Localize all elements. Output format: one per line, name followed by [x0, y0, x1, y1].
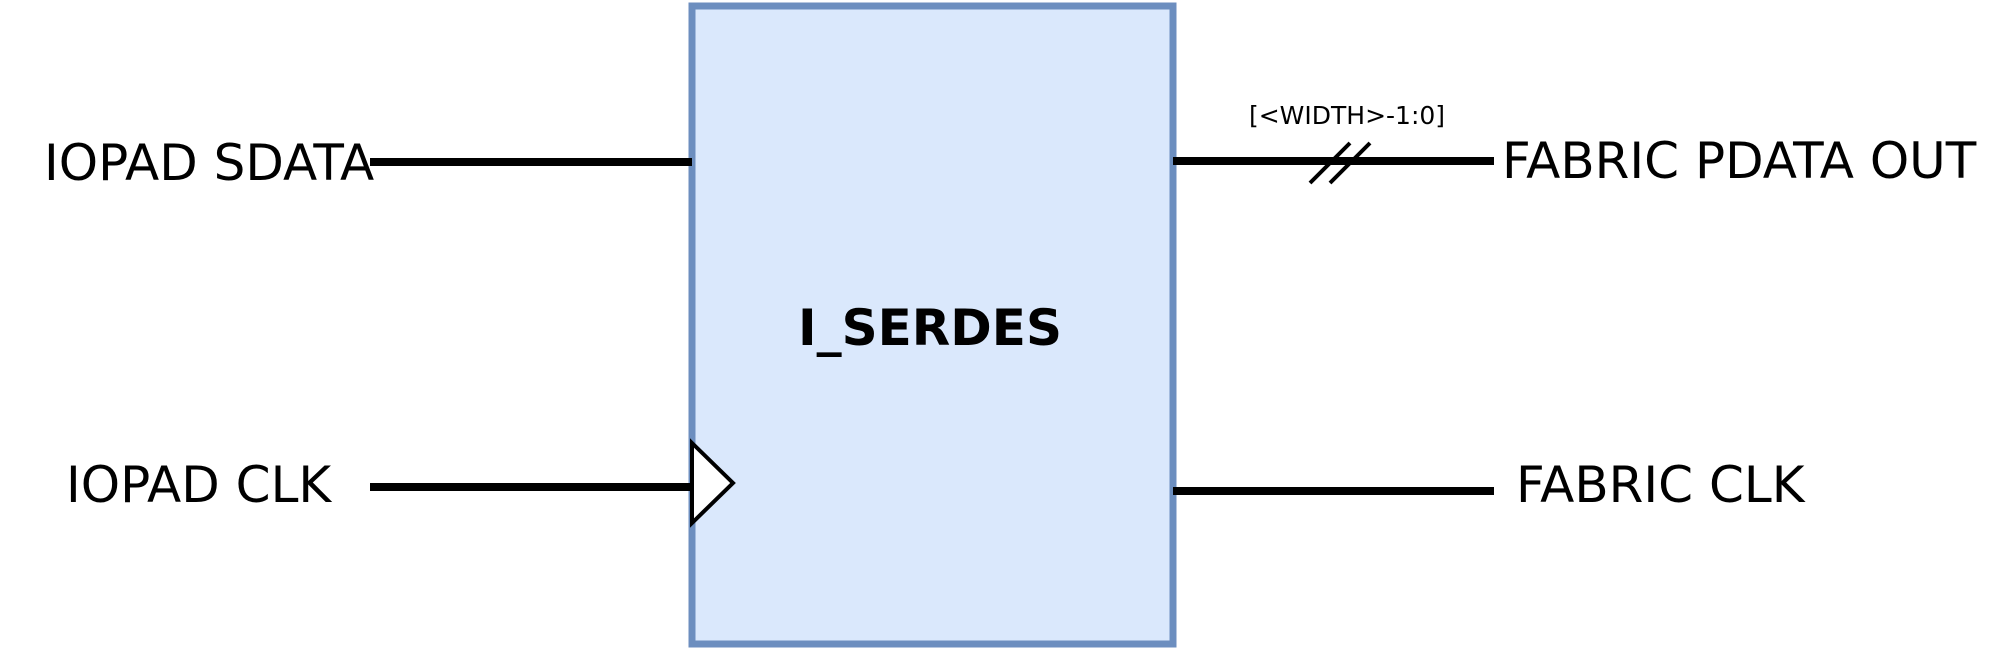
iopad-sdata-label: IOPAD SDATA — [44, 134, 374, 192]
clock-edge-marker — [690, 438, 736, 528]
bus-slash-1 — [1308, 141, 1352, 185]
bus-width-label: [<WIDTH>-1:0] — [1249, 101, 1445, 130]
fabric-pdata-label: FABRIC PDATA OUT — [1502, 132, 1977, 190]
i-serdes-block — [688, 2, 1177, 648]
block-title: I_SERDES — [798, 299, 1062, 357]
fabric-clk-label: FABRIC CLK — [1516, 456, 1806, 514]
bus-slash-2 — [1328, 141, 1372, 185]
iopad-clk-label: IOPAD CLK — [66, 456, 332, 514]
